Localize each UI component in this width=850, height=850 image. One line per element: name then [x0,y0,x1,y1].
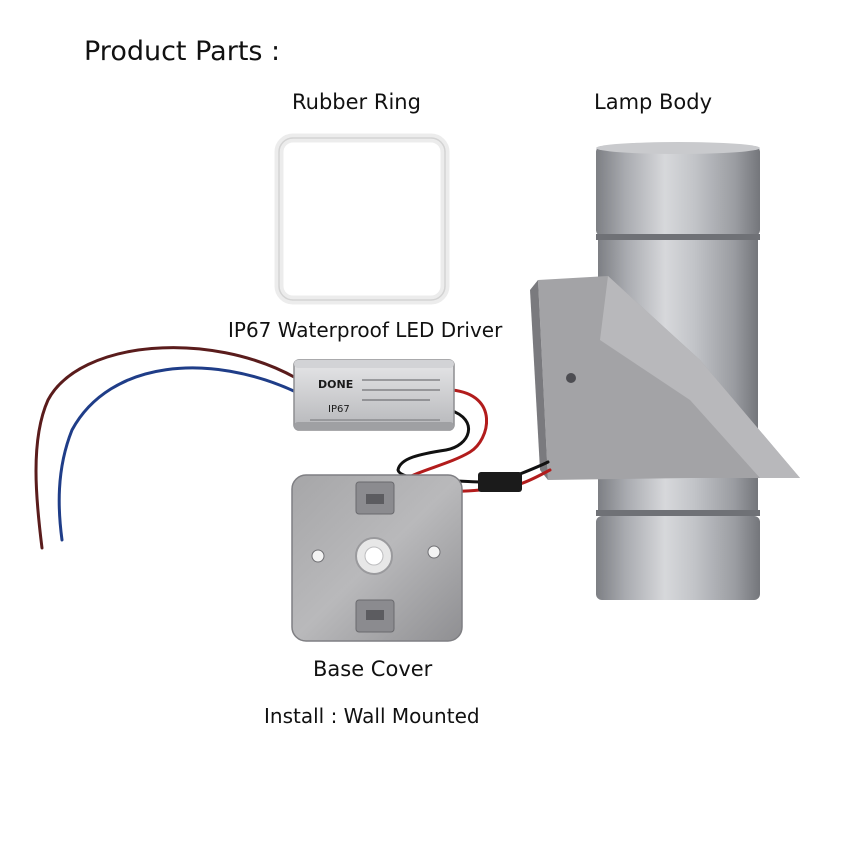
driver-brand-text: DONE [318,378,353,391]
rubber-ring-label: Rubber Ring [292,90,421,114]
wire-connector [478,472,522,492]
base-cover [291,474,463,642]
driver-wires [34,346,552,550]
led-driver-label: IP67 Waterproof LED Driver [228,318,503,342]
driver-rating-text: IP67 [328,404,350,415]
led-driver: DONE IP67 [293,359,455,431]
install-label: Install : Wall Mounted [264,704,480,728]
base-cover-label: Base Cover [313,657,433,681]
rubber-ring [274,133,450,305]
page-title: Product Parts : [84,36,281,67]
lamp-body-label: Lamp Body [594,90,713,114]
lamp-body [530,142,800,600]
